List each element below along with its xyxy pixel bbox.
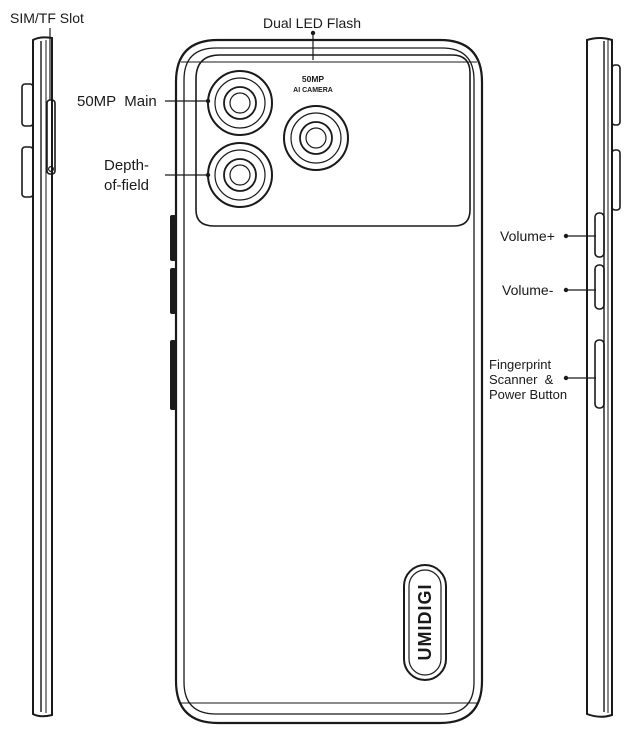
label-led-flash: Dual LED Flash xyxy=(263,15,361,31)
label-volume-up: Volume+ xyxy=(500,228,555,244)
brand-badge: UMIDIGI xyxy=(403,564,447,681)
left-side-button-lower xyxy=(21,146,34,198)
brand-logo-text: UMIDIGI xyxy=(415,584,435,661)
back-edge-button-3 xyxy=(170,340,176,410)
right-edge-bump-lower xyxy=(611,149,621,211)
sim-tray xyxy=(46,99,56,175)
label-main-camera: 50MP Main xyxy=(77,93,157,110)
label-fingerprint-line2: Scanner & xyxy=(489,372,554,387)
camera-island xyxy=(195,54,471,227)
volume-down-key xyxy=(594,264,605,310)
phone-outer-shell xyxy=(174,38,484,725)
right-edge-bump-upper xyxy=(611,64,621,126)
left-side-button-upper xyxy=(21,83,34,127)
right-side-view xyxy=(563,37,621,718)
camera-print-line1: 50MP xyxy=(302,74,325,84)
left-side-view xyxy=(21,28,56,718)
back-edge-button-2 xyxy=(170,268,176,314)
power-fingerprint-key xyxy=(594,339,605,409)
label-depth-line2: of-field xyxy=(104,177,149,194)
back-edge-button-1 xyxy=(170,215,176,261)
third-camera-lens xyxy=(283,105,349,171)
label-volume-down: Volume- xyxy=(502,282,554,298)
volume-up-key xyxy=(594,212,605,258)
phone-back-view: 50MP AI CAMERA UMIDIGI xyxy=(165,30,484,725)
main-camera-lens xyxy=(207,70,273,136)
label-depth-line1: Depth- xyxy=(104,157,149,174)
camera-print-line2: AI CAMERA xyxy=(293,87,333,94)
label-sim-slot: SIM/TF Slot xyxy=(10,10,84,26)
label-fingerprint-line3: Power Button xyxy=(489,387,567,402)
depth-camera-lens xyxy=(207,142,273,208)
label-fingerprint-line1: Fingerprint xyxy=(489,357,552,372)
